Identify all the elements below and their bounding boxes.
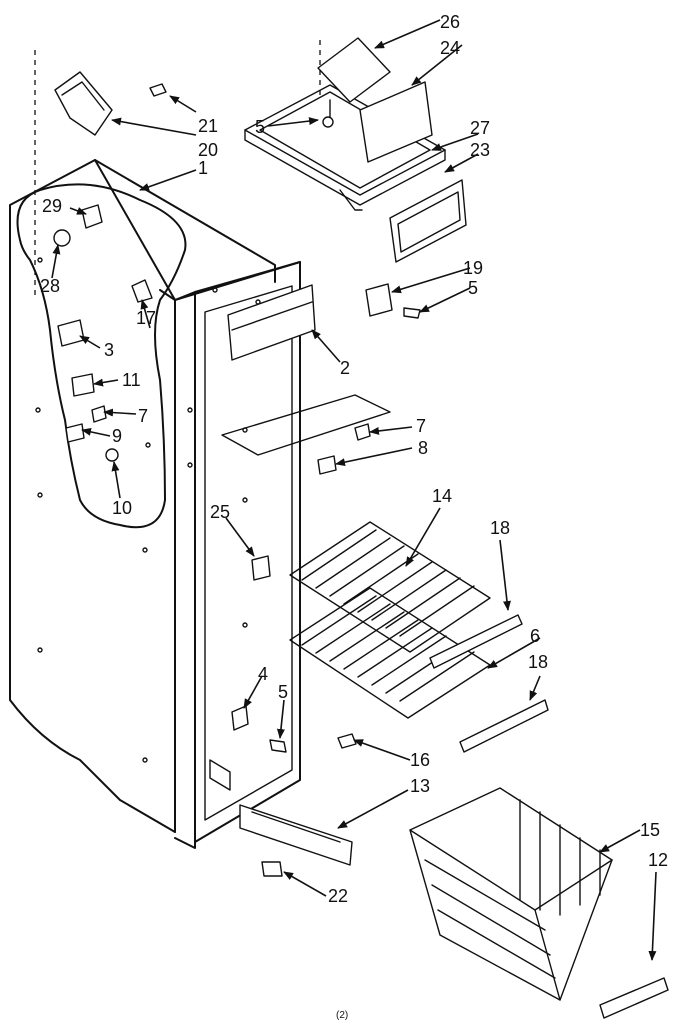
callout-20: 20 (198, 140, 218, 160)
callout-4: 4 (258, 664, 268, 684)
basket-front-12 (599, 977, 669, 1019)
screw-16 (337, 733, 357, 749)
callout-8: 8 (418, 438, 428, 458)
callout-21: 21 (198, 116, 218, 136)
clip-7-left (91, 405, 107, 423)
sensor-bracket (221, 394, 391, 475)
page-number: (2) (336, 1010, 348, 1021)
callout-17: 17 (136, 308, 156, 328)
thermostat (71, 373, 95, 397)
leveling-foot (261, 861, 283, 877)
bracket-4 (231, 705, 287, 753)
damper-clip (131, 279, 153, 303)
callout-6: 6 (530, 626, 540, 646)
base-grille (239, 804, 353, 866)
callout-26: 26 (440, 12, 460, 32)
callout-13: 13 (410, 776, 430, 796)
wire-shelf-upper (289, 521, 491, 653)
leader-arrows (51, 19, 657, 961)
air-duct (227, 284, 316, 361)
callout-5-lower: 5 (278, 682, 288, 702)
callout-2: 2 (340, 358, 350, 378)
shelf-trim-18-lower (459, 699, 549, 753)
callout-5-right: 5 (468, 278, 478, 298)
callout-12: 12 (648, 850, 668, 870)
callout-29: 29 (42, 196, 62, 216)
freezer-basket (409, 787, 613, 1001)
shelf-trim-18-upper (429, 614, 523, 669)
vent-trim (54, 71, 167, 136)
callout-7-right: 7 (416, 416, 426, 436)
callout-22: 22 (328, 886, 348, 906)
screw-10 (105, 448, 119, 462)
damper-control-19 (365, 283, 421, 319)
callout-10: 10 (112, 498, 132, 518)
callout-18-lower: 18 (528, 652, 548, 672)
callout-7-left: 7 (138, 406, 148, 426)
switch (57, 319, 85, 347)
callout-3: 3 (104, 340, 114, 360)
callout-11: 11 (122, 370, 141, 390)
callout-14: 14 (432, 486, 452, 506)
callout-18-upper: 18 (490, 518, 510, 538)
connector-9 (65, 423, 85, 443)
callout-19: 19 (463, 258, 483, 278)
callout-25: 25 (210, 502, 230, 522)
hinge-25 (251, 555, 271, 581)
callout-1: 1 (198, 158, 208, 178)
callout-9: 9 (112, 426, 122, 446)
callout-5-top: 5 (255, 117, 265, 137)
callout-27: 27 (470, 118, 490, 138)
light-bulb (53, 229, 71, 247)
callout-24: 24 (440, 38, 460, 58)
light-socket (81, 204, 103, 229)
ice-bin-support (244, 37, 467, 263)
cabinet-liner (9, 50, 301, 849)
callout-28: 28 (40, 276, 60, 296)
callout-15: 15 (640, 820, 660, 840)
callout-23: 23 (470, 140, 490, 160)
callout-16: 16 (410, 750, 430, 770)
